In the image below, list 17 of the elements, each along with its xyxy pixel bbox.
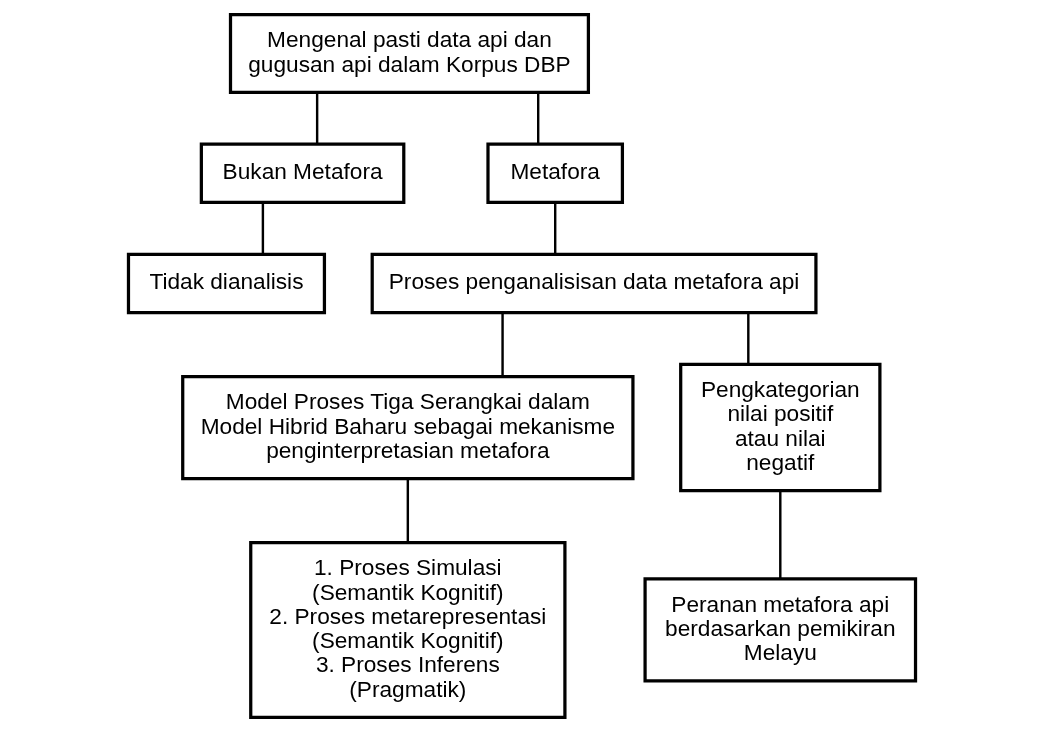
node-box: Model Proses Tiga Serangkai dalam Model Hibrid Baharu sebagai mekanisme penginterpretasian metafora	[180, 374, 635, 481]
node-box: Tidak dianalisis	[126, 252, 326, 315]
connector	[315, 92, 318, 144]
connector	[778, 491, 781, 579]
node-box: Pengkategorian nilai positif atau nilai negatif	[678, 362, 881, 493]
node-box: Peranan metafora api berdasarkan pemikiran Melayu	[642, 577, 917, 683]
node-box: Bukan Metafora	[199, 142, 405, 205]
node-box: Mengenal pasti data api dan gugusan api dalam Korpus DBP	[228, 12, 590, 94]
connector	[261, 202, 264, 254]
connector	[553, 202, 556, 254]
connector	[500, 312, 504, 377]
node-box: Metafora	[485, 142, 624, 205]
node-box: 1. Proses Simulasi (Semantik Kognitif) 2. Proses metarepresentasi (Semantik Kognitif) 3. Proses Inferens (Pragmatik)	[248, 540, 567, 720]
connector	[406, 478, 409, 542]
connector	[746, 312, 750, 364]
node-box: Proses penganalisisan data metafora api	[370, 252, 818, 315]
connector	[536, 92, 539, 144]
